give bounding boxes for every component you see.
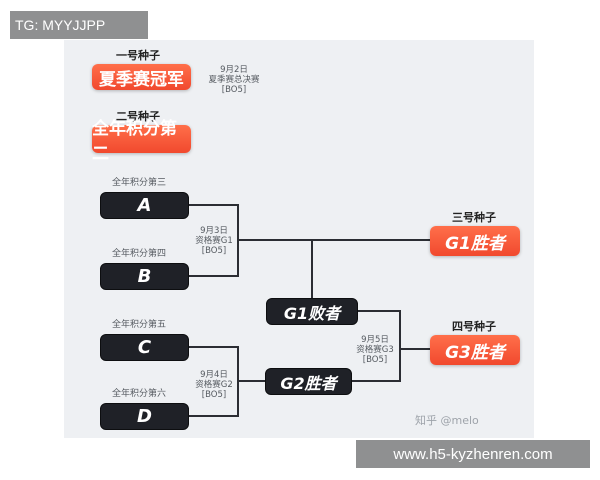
seed3-label: 三号种子 (452, 211, 496, 224)
zhihu-watermark: 知乎 @melo (415, 414, 479, 427)
g3-note: 9月5日 资格赛G3 [BO5] (350, 335, 400, 365)
line-c-g2 (189, 346, 239, 381)
g2-note-event: 资格赛G2 (195, 380, 233, 390)
seed2-annual-points-box: 全年积分第二 (92, 119, 191, 164)
g1-note-format: [BO5] (201, 246, 227, 256)
line-g1loser-g3 (358, 310, 401, 349)
final-note-date: 9月2日 (220, 65, 248, 75)
seed1-label: 一号种子 (116, 49, 160, 62)
team-c-box: C (100, 334, 189, 361)
seed3-g1-winner-box: G1胜者 (430, 226, 520, 256)
g1-note: 9月3日 资格赛G1 [BO5] (188, 226, 240, 256)
line-a-g1 (189, 204, 239, 240)
g1-note-event: 资格赛G1 (195, 236, 233, 246)
line-b-g1 (189, 240, 239, 277)
final-note-format: [BO5] (221, 85, 247, 95)
team-a-box: A (100, 192, 189, 219)
team-b-caption: 全年积分第四 (112, 249, 167, 259)
line-d-g2 (189, 381, 239, 417)
team-b-box: B (100, 263, 189, 290)
g3-note-date: 9月5日 (361, 335, 389, 345)
seed4-label: 四号种子 (452, 320, 496, 333)
tg-overlay-label: TG: MYYJJPP (10, 11, 148, 39)
g2-winner-box: G2胜者 (265, 368, 352, 395)
line-g2winner-g3 (352, 349, 401, 382)
g2-note-format: [BO5] (201, 390, 227, 400)
g3-note-event: 资格赛G3 (356, 345, 394, 355)
g1-note-date: 9月3日 (200, 226, 228, 236)
team-a-caption: 全年积分第三 (112, 178, 167, 188)
g3-note-format: [BO5] (362, 355, 388, 365)
seed2-label: 二号种子 (116, 110, 160, 123)
g2-note-date: 9月4日 (200, 370, 228, 380)
final-note-event: 夏季赛总决赛 (208, 75, 260, 85)
final-note: 9月2日 夏季赛总决赛 [BO5] (200, 65, 268, 95)
seed1-summer-champion-box: 夏季赛冠军 (92, 64, 191, 90)
g1-loser-box: G1败者 (266, 298, 358, 325)
team-c-caption: 全年积分第五 (112, 320, 167, 330)
team-d-caption: 全年积分第六 (112, 389, 167, 399)
url-overlay-label: www.h5-kyzhenren.com (356, 440, 590, 468)
seed4-g3-winner-box: G3胜者 (430, 335, 520, 365)
g2-note: 9月4日 资格赛G2 [BO5] (188, 370, 240, 400)
team-d-box: D (100, 403, 189, 430)
